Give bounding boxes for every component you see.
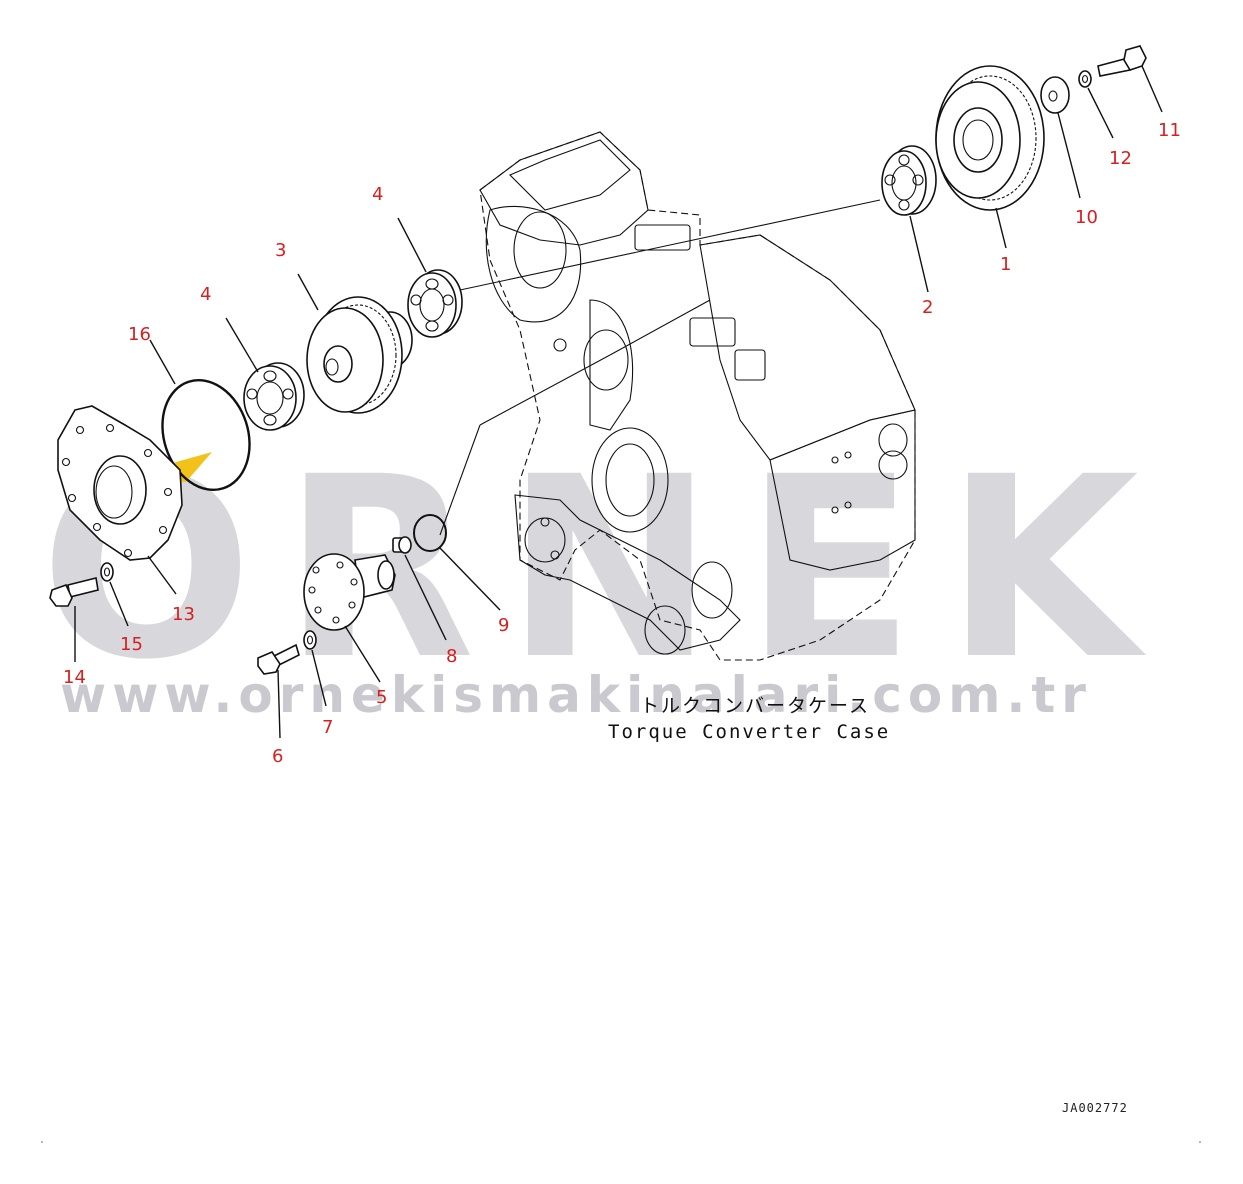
callout-2: 2 (922, 297, 933, 318)
callout-1: 1 (1000, 254, 1011, 275)
o-ring-icon (161, 378, 251, 492)
case-label-japanese: トルクコンバータケース (640, 695, 870, 717)
watermark-brand: ORNEK (40, 423, 1169, 714)
o-ring-icon (413, 514, 447, 552)
callout-4-lower: 4 (200, 284, 211, 305)
washer-icon (1078, 70, 1092, 88)
plate-washer-icon (1040, 76, 1070, 114)
watermark-url: www.ornekismakinalari.com.tr (60, 666, 1092, 724)
corner-marks (41, 1141, 1201, 1143)
callout-9: 9 (498, 615, 509, 636)
leader-lines (74, 65, 1163, 739)
washer-icon (100, 562, 114, 582)
roller-bearing-icon (407, 269, 463, 338)
assembly-axis-lines (439, 199, 881, 536)
callout-3: 3 (275, 240, 286, 261)
torque-converter-case (479, 131, 916, 661)
callout-10: 10 (1075, 207, 1098, 228)
bolt-icon (257, 643, 300, 675)
callout-16: 16 (128, 324, 151, 345)
drive-gear-icon (306, 296, 413, 414)
ring-gear-icon (935, 65, 1045, 211)
plug-icon (392, 536, 412, 554)
case-label-english: Torque Converter Case (608, 721, 890, 743)
callout-8: 8 (446, 646, 457, 667)
callout-11: 11 (1158, 120, 1181, 141)
callouts: 1 2 3 4 4 5 6 7 8 9 10 11 12 13 14 15 16 (63, 120, 1181, 767)
callout-6: 6 (272, 746, 283, 767)
bolt-icon (1097, 45, 1147, 77)
cover-plate-icon (57, 405, 183, 561)
roller-bearing-icon (881, 145, 937, 216)
callout-7: 7 (322, 717, 333, 738)
callout-14: 14 (63, 667, 86, 688)
pump-flange-icon (303, 553, 396, 631)
document-id: JA002772 (1062, 1101, 1128, 1115)
callout-15: 15 (120, 634, 143, 655)
callout-5: 5 (376, 687, 387, 708)
washer-icon (303, 630, 317, 650)
watermark: ORNEK www.ornekismakinalari.com.tr (40, 423, 1169, 724)
bolt-icon (49, 577, 99, 607)
callout-12: 12 (1109, 148, 1132, 169)
callout-13: 13 (172, 604, 195, 625)
roller-bearing-icon (243, 362, 305, 431)
callout-4-upper: 4 (372, 184, 383, 205)
